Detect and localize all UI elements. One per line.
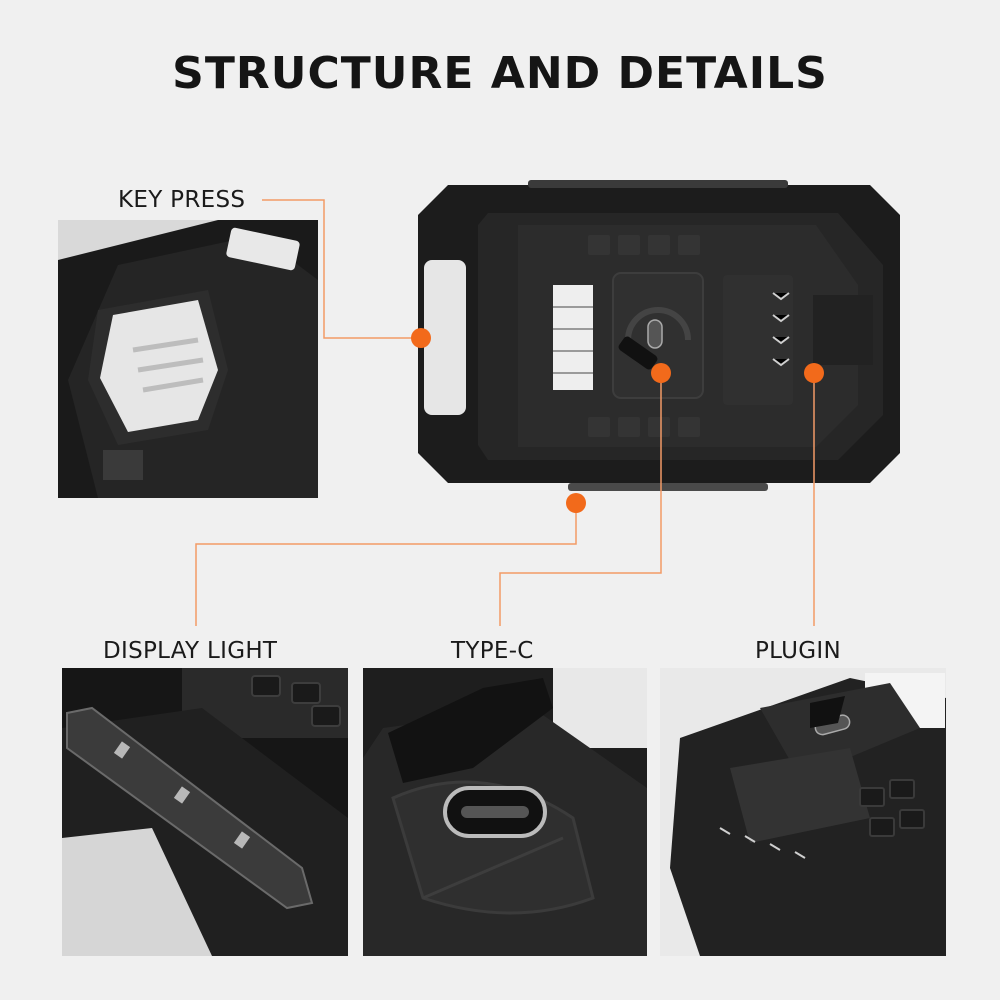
callout-label-display-light: DISPLAY LIGHT xyxy=(103,638,278,664)
key-press-detail-image xyxy=(58,220,318,498)
display-light-detail-image xyxy=(62,668,348,956)
callout-label-key-press: KEY PRESS xyxy=(118,187,246,213)
display-light-marker xyxy=(566,493,586,513)
callout-label-plugin: PLUGIN xyxy=(755,638,841,664)
page-title: STRUCTURE AND DETAILS xyxy=(172,48,828,99)
plugin-detail-image xyxy=(660,668,946,956)
battery-top-view xyxy=(418,175,900,493)
callout-label-type-c: TYPE-C xyxy=(451,638,534,664)
type-c-detail-image xyxy=(363,668,647,956)
